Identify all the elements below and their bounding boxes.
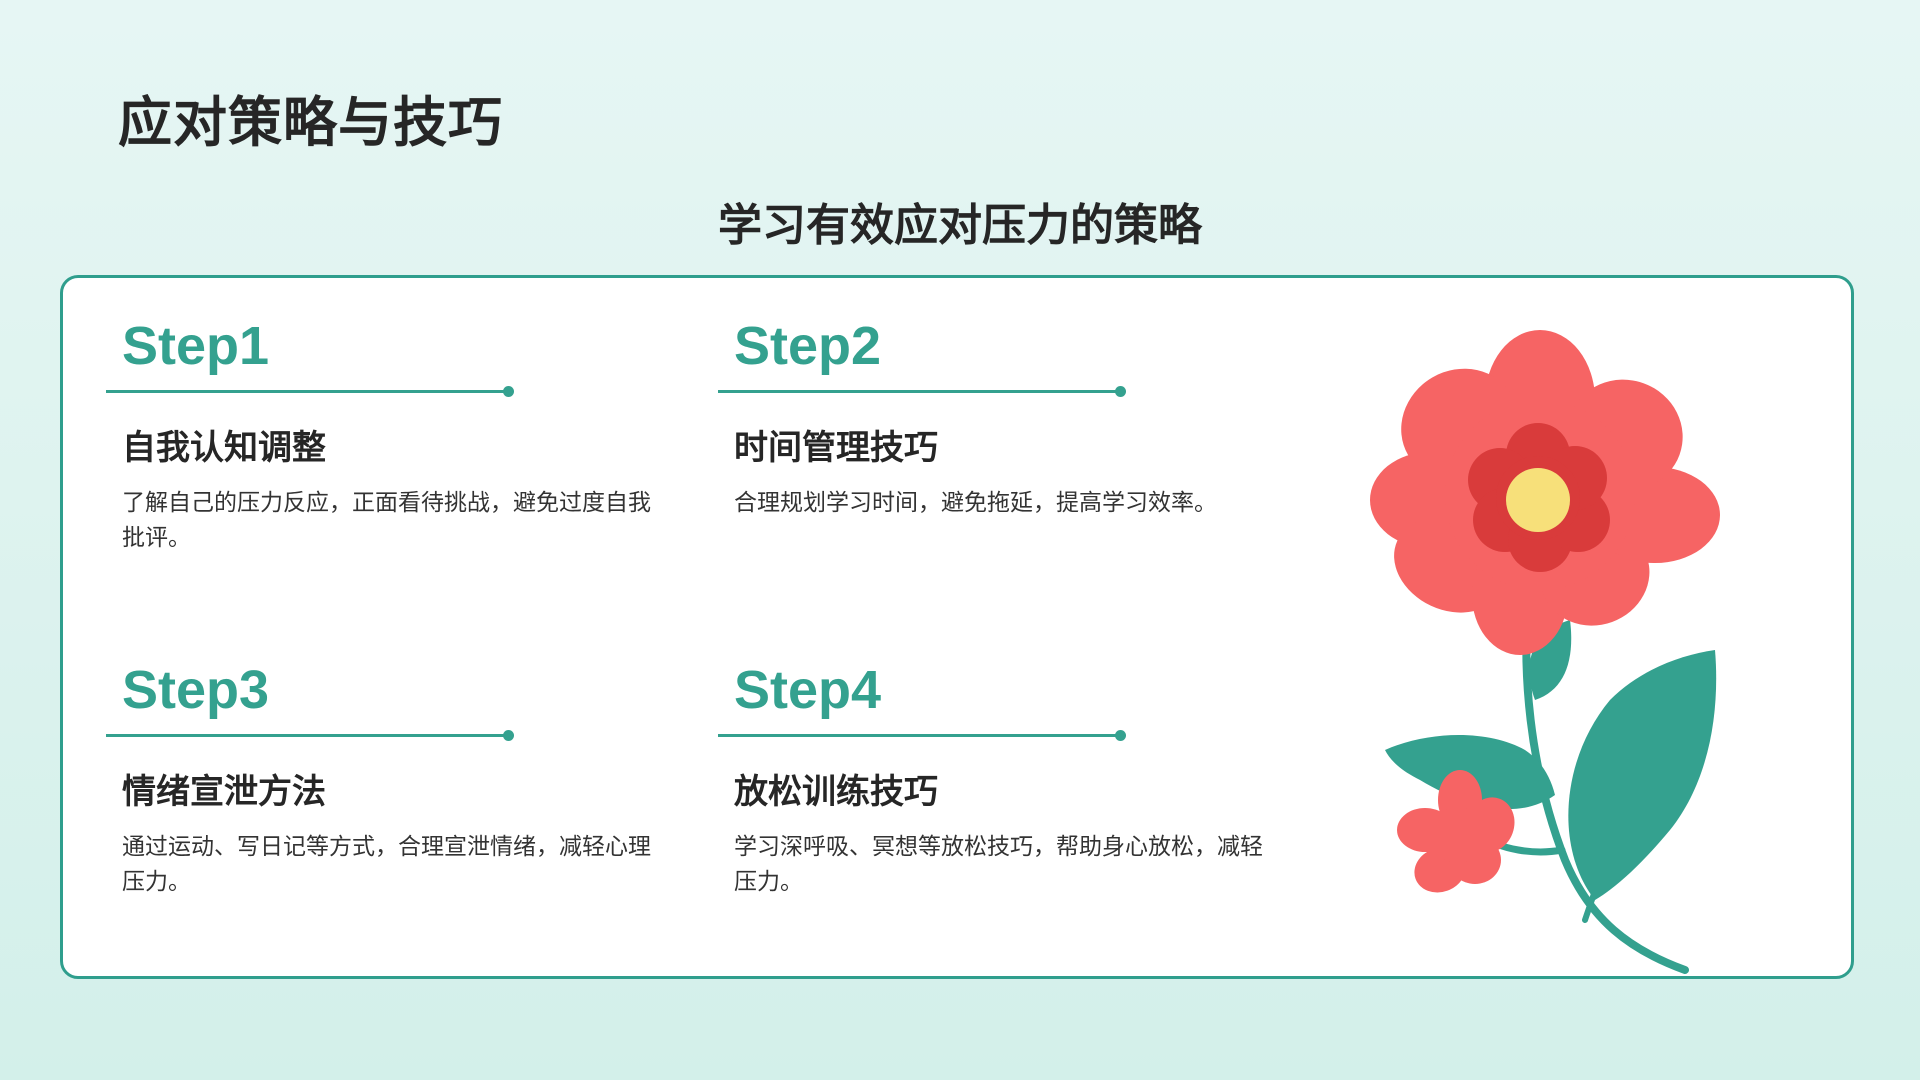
step-divider (106, 390, 508, 393)
step-title: 自我认知调整 (122, 428, 326, 468)
step-heading: Step4 (734, 660, 882, 720)
step-description: 学习深呼吸、冥想等放松技巧，帮助身心放松，减轻压力。 (734, 834, 1263, 895)
step-divider-dot (503, 386, 514, 397)
step-description: 合理规划学习时间，避免拖延，提高学习效率。 (734, 490, 1217, 516)
step-heading: Step3 (122, 660, 270, 720)
step-title: 情绪宣泄方法 (122, 772, 326, 812)
page-title: 应对策略与技巧 (118, 91, 503, 154)
step-description: 通过运动、写日记等方式，合理宣泄情绪，减轻心理压力。 (122, 834, 651, 895)
step-divider-dot (503, 730, 514, 741)
step-divider (718, 390, 1120, 393)
step-heading: Step1 (122, 316, 270, 376)
step-divider (106, 734, 508, 737)
step-divider-dot (1115, 386, 1126, 397)
step-divider-dot (1115, 730, 1126, 741)
step-title: 放松训练技巧 (734, 772, 938, 812)
step-divider (718, 734, 1120, 737)
step-description: 了解自己的压力反应，正面看待挑战，避免过度自我批评。 (122, 490, 651, 551)
page-subtitle: 学习有效应对压力的策略 (718, 200, 1202, 251)
step-title: 时间管理技巧 (734, 428, 938, 468)
step-heading: Step2 (734, 316, 882, 376)
flower-icon (1370, 330, 1720, 974)
